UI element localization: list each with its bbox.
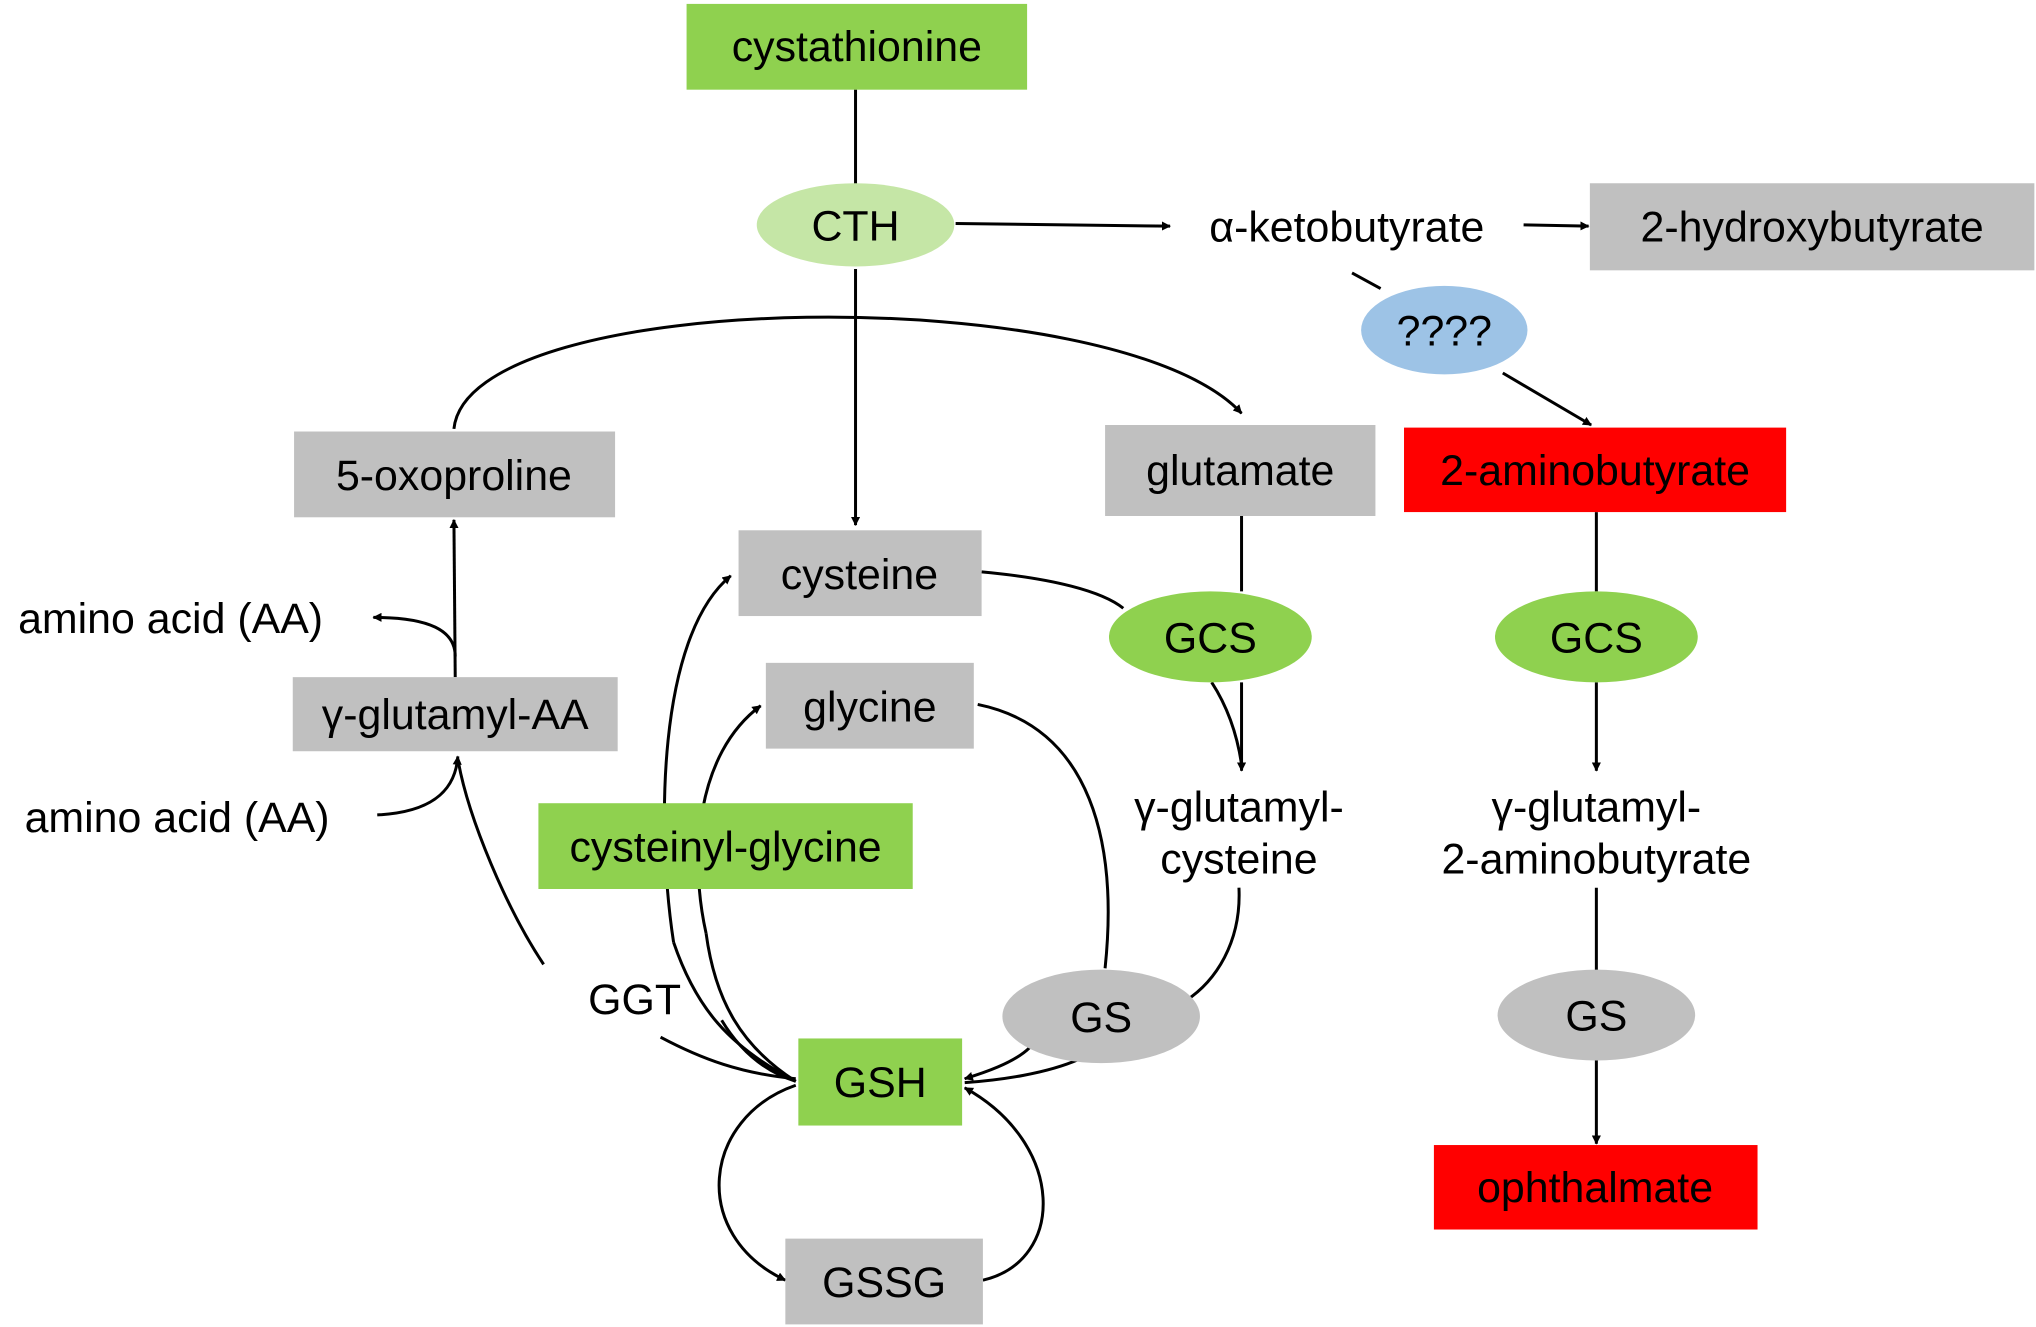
edge-gcs-gglucys-curve: [1210, 681, 1244, 765]
edge-ggt-gsh-3: [720, 1019, 797, 1083]
edges: [372, 89, 1601, 1282]
node-glycine-box: [765, 662, 974, 749]
edge-gssg-gsh: [963, 1086, 1045, 1282]
node-gs-right-ellipse: [1497, 969, 1696, 1061]
node-unknown-enzyme-label: ????: [1397, 308, 1492, 356]
edge-ggt-gsh-1: [672, 941, 797, 1083]
edge-cysteine-gcs: [981, 570, 1125, 610]
node-cystathionine: cystathionine: [686, 3, 1028, 90]
edge-ketobutyrate-unknown: [1351, 271, 1382, 290]
node-alpha-ketobutyrate-label: α-ketobutyrate: [1209, 204, 1484, 252]
node-cth-ellipse: [756, 183, 955, 267]
node-glycine: glycine: [765, 662, 974, 749]
edge-unknown-aminobutyrate: [1502, 371, 1592, 427]
node-hydroxybutyrate: 2-hydroxybutyrate: [1589, 183, 2035, 271]
node-gssg-box: [785, 1238, 983, 1325]
node-gamma-glutamyl-aa-label: γ-glutamyl-AA: [322, 691, 589, 739]
edge-ggt-cysteine: [662, 574, 732, 943]
node-gamma-glutamyl-aminobutyrate: γ-glutamyl- 2-aminobutyrate: [1441, 783, 1751, 883]
node-gamma-glutamyl-aa-box: [292, 677, 618, 752]
node-ophthalmate: ophthalmate: [1433, 1145, 1758, 1230]
node-cystathionine-box: [686, 3, 1028, 90]
node-cth-label: CTH: [811, 202, 899, 250]
node-oxoproline: 5-oxoproline: [294, 431, 616, 518]
node-gsh: GSH: [798, 1038, 963, 1126]
node-gamma-glutamyl-aminobutyrate-line1: γ-glutamyl-: [1492, 783, 1702, 831]
node-cysteine-label: cysteine: [781, 551, 938, 599]
node-cysteinyl-glycine-label: cysteinyl-glycine: [569, 824, 881, 872]
node-unknown-enzyme: ????: [1361, 285, 1528, 375]
node-ophthalmate-label: ophthalmate: [1477, 1164, 1713, 1212]
node-oxoproline-box: [294, 431, 616, 518]
node-gcs-left-label: GCS: [1164, 614, 1257, 662]
edge-gsh-gssg: [717, 1083, 797, 1282]
node-gcs-left: GCS: [1108, 591, 1312, 683]
node-gs-right-label: GS: [1565, 993, 1627, 1041]
node-cystathionine-label: cystathionine: [732, 23, 982, 71]
node-gcs-left-ellipse: [1108, 591, 1312, 683]
node-gcs-right-label: GCS: [1550, 614, 1643, 662]
node-glutamate-label: glutamate: [1146, 447, 1334, 495]
edge-gs-gsh: [963, 1046, 1031, 1081]
node-gamma-glutamyl-aa: γ-glutamyl-AA: [292, 677, 618, 752]
edge-gs-gsh-2: [964, 1057, 1080, 1085]
node-cysteinyl-glycine-box: [538, 803, 913, 889]
node-ophthalmate-box: [1433, 1145, 1758, 1230]
node-gs-left-label: GS: [1070, 994, 1132, 1042]
node-oxoproline-label: 5-oxoproline: [336, 452, 572, 500]
node-gamma-glutamyl-cysteine-line1: γ-glutamyl-: [1134, 783, 1344, 831]
node-gsh-box: [798, 1038, 963, 1126]
edge-ggt-gsh-2: [704, 932, 797, 1083]
node-cysteine-box: [738, 530, 982, 617]
node-cth: CTH: [756, 183, 955, 267]
edge-ggluaa-aa-out: [372, 612, 457, 657]
node-gs-right: GS: [1497, 969, 1696, 1061]
nodes: cystathionine CTH α-ketobutyrate 2-hydro…: [18, 3, 2035, 1325]
node-gcs-right-ellipse: [1494, 591, 1698, 683]
edge-gglucys-gs: [1184, 887, 1241, 1003]
node-hydroxybutyrate-box: [1589, 183, 2035, 271]
node-aminobutyrate: 2-aminobutyrate: [1404, 427, 1787, 513]
node-gs-left-ellipse: [1002, 969, 1200, 1064]
node-glycine-label: glycine: [803, 683, 936, 731]
node-amino-acid-in-label: amino acid (AA): [25, 794, 330, 842]
node-gamma-glutamyl-cysteine: γ-glutamyl- cysteine: [1134, 783, 1344, 883]
node-glutamate: glutamate: [1105, 425, 1376, 516]
edge-glycine-gs: [977, 702, 1110, 969]
node-gssg-label: GSSG: [822, 1259, 946, 1307]
node-gamma-glutamyl-aminobutyrate-line2: 2-aminobutyrate: [1441, 835, 1751, 883]
node-cysteinyl-glycine: cysteinyl-glycine: [538, 803, 913, 889]
node-gamma-glutamyl-cysteine-line2: cysteine: [1160, 835, 1317, 883]
edge-ggt-ggluaa: [456, 758, 545, 966]
edge-aa-in-ggluaa: [377, 755, 462, 817]
node-gsh-label: GSH: [834, 1059, 927, 1107]
node-aminobutyrate-label: 2-aminobutyrate: [1440, 447, 1750, 495]
node-ggt-label: GGT: [588, 976, 681, 1024]
edge-cth-ketobutyrate: [955, 221, 1171, 231]
node-gssg: GSSG: [785, 1238, 983, 1325]
edge-oxoproline-glutamate: [452, 315, 1243, 430]
node-amino-acid-out-label: amino acid (AA): [18, 595, 323, 643]
node-gcs-right: GCS: [1494, 591, 1698, 683]
node-gs-left: GS: [1002, 969, 1200, 1064]
node-glutamate-box: [1105, 425, 1376, 516]
node-cysteine: cysteine: [738, 530, 982, 617]
edge-gsh-ggt: [659, 1035, 796, 1081]
node-aminobutyrate-box: [1404, 427, 1787, 513]
node-unknown-enzyme-ellipse: [1361, 285, 1528, 375]
edge-ketobutyrate-hydroxybutyrate: [1523, 221, 1590, 231]
node-hydroxybutyrate-label: 2-hydroxybutyrate: [1641, 204, 1984, 252]
